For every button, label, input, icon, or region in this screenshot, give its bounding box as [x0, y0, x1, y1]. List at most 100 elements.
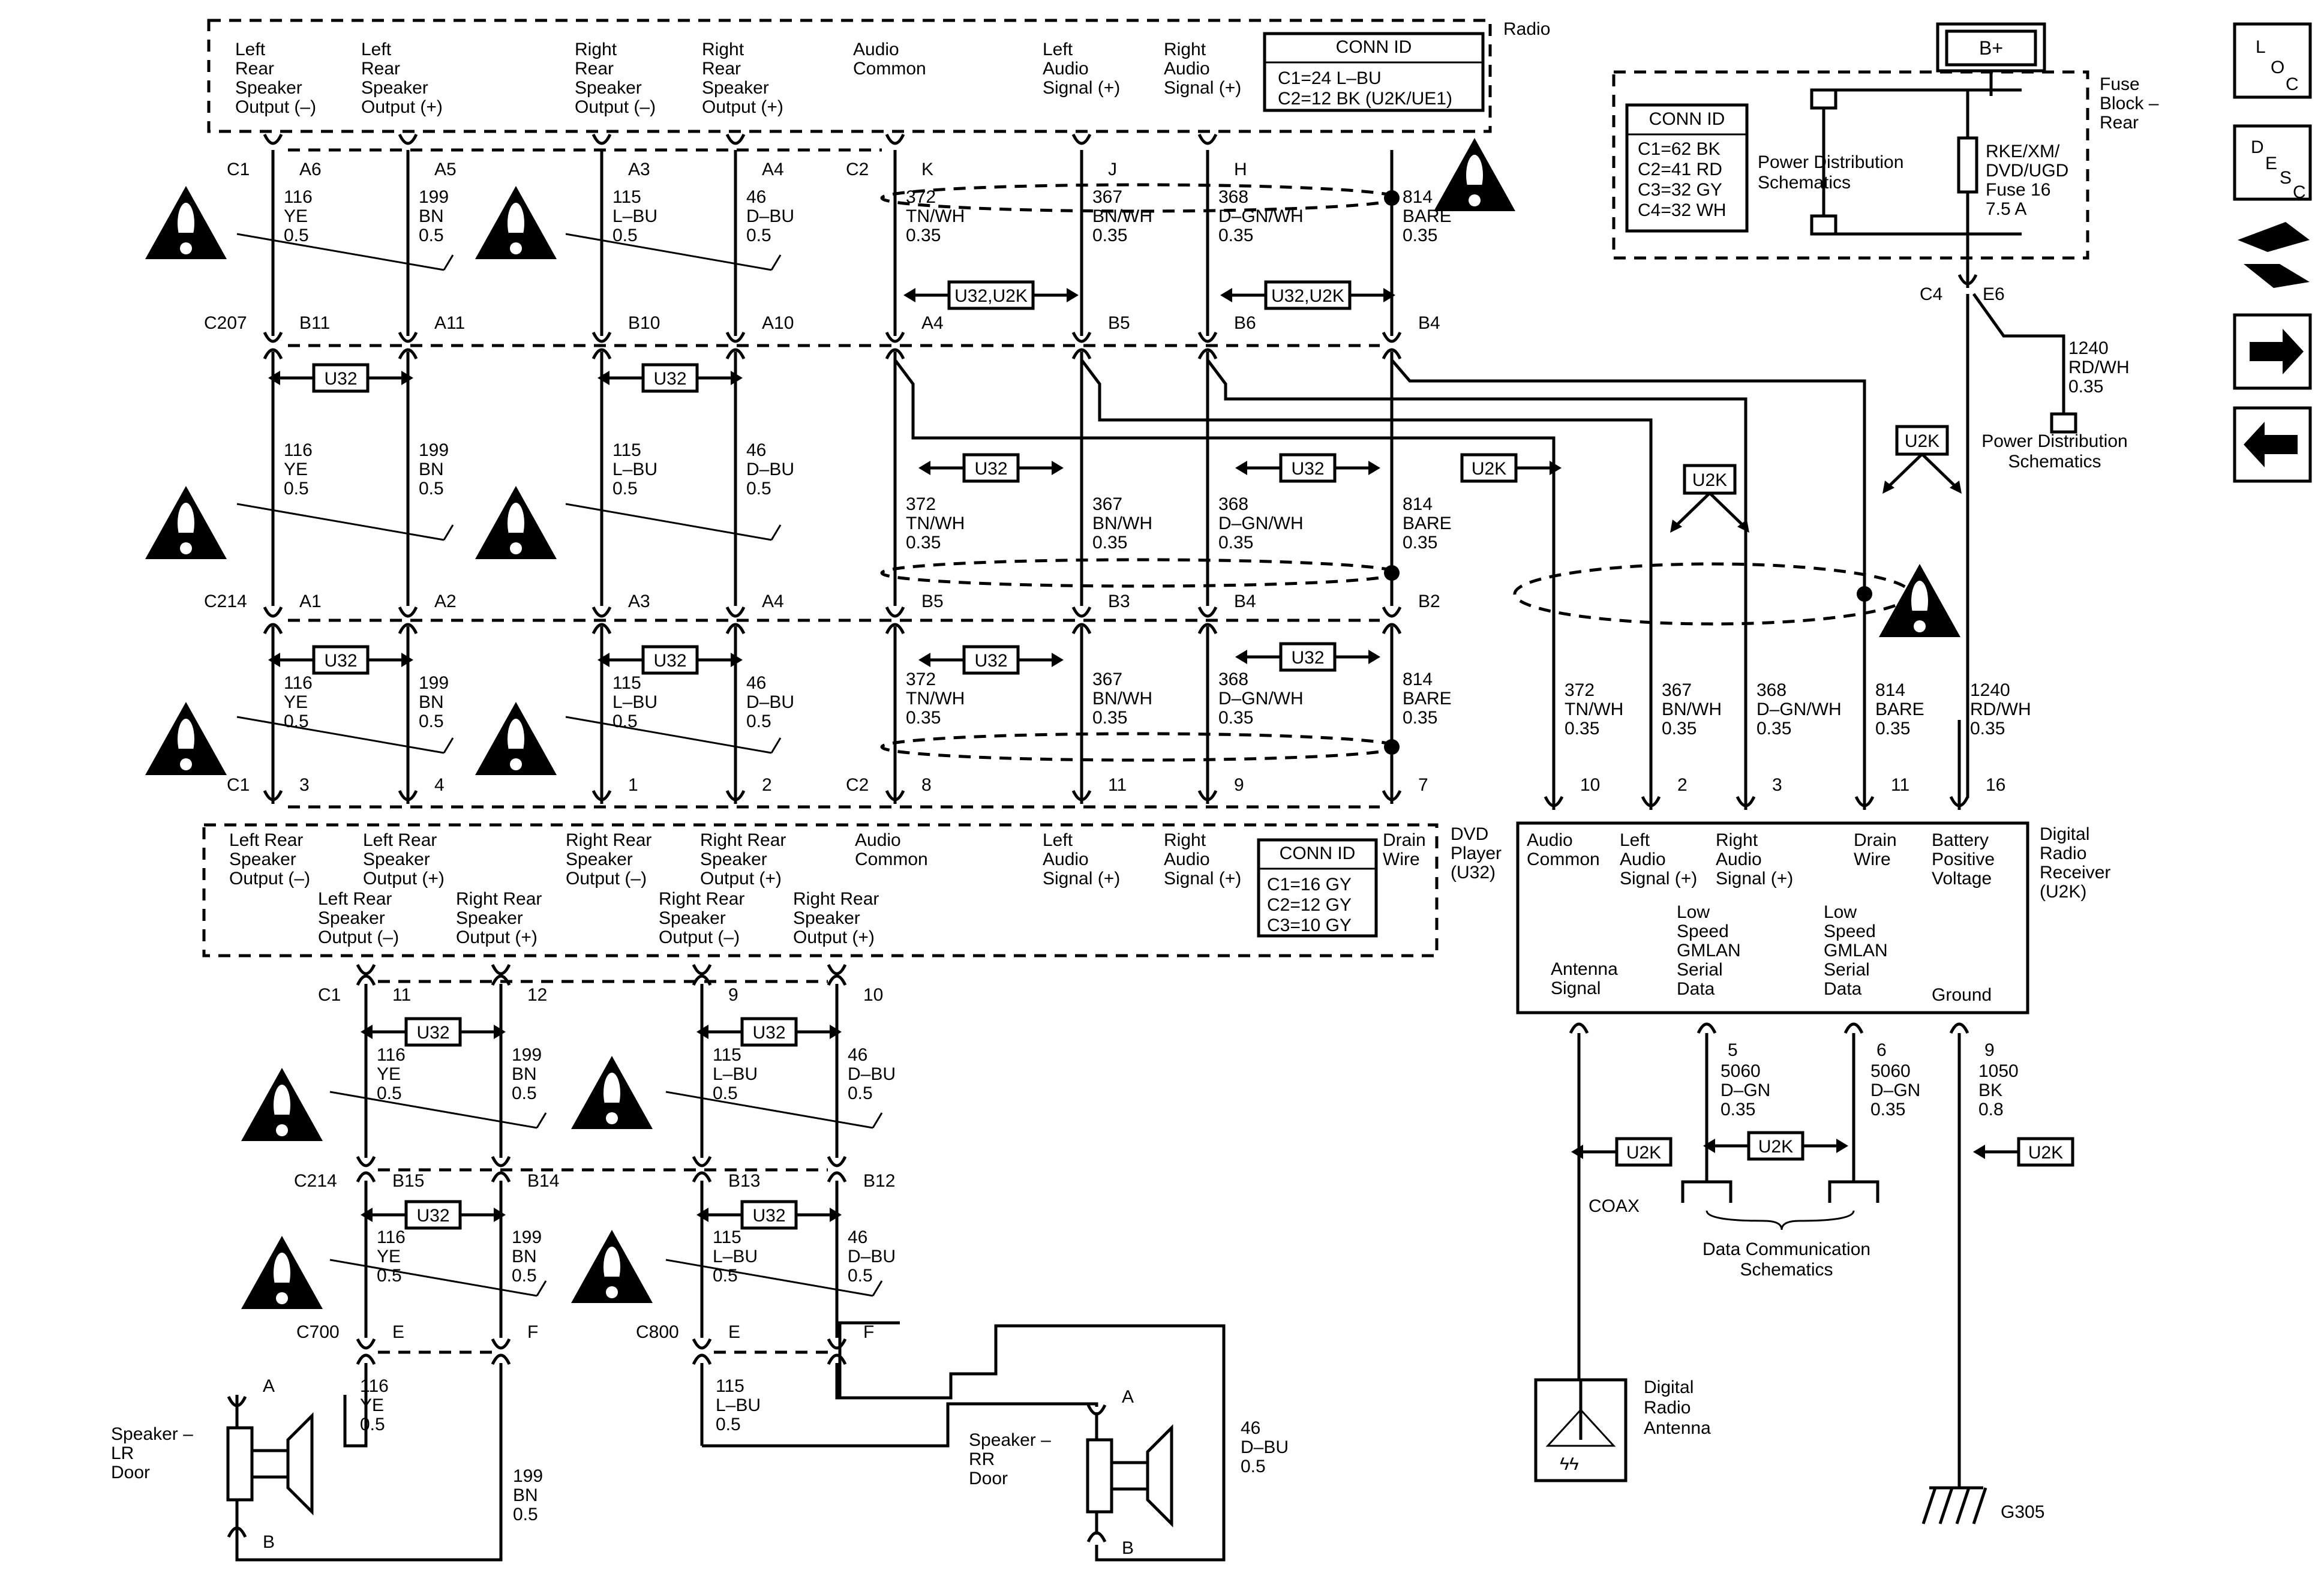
wire-label: 814 — [1403, 187, 1433, 207]
speaker-lr-cone — [286, 1412, 314, 1516]
option-box — [1615, 1137, 1673, 1167]
wire-label: YE — [284, 460, 308, 479]
pds2-label: Power Distribution — [1981, 431, 2127, 451]
receiver-pin-label: Speed — [1824, 921, 1876, 941]
u32-indicator: U32 — [696, 1017, 842, 1047]
dvd-pin-label: Signal (+) — [1043, 869, 1120, 888]
c214-terminal-label: A3 — [628, 592, 650, 611]
c207-terminal-label: B5 — [1108, 313, 1130, 333]
receiver-bottom-terminal-label: 6 — [1876, 1040, 1887, 1060]
wire-label: 115 — [612, 187, 641, 207]
wire-label: 0.35 — [1403, 226, 1437, 245]
dvd-pin-label: Right Rear — [456, 889, 542, 909]
u32-indicator: U32 — [268, 645, 413, 675]
c207-terminal — [1382, 331, 1402, 343]
forward-arrow-icon[interactable] — [2250, 329, 2304, 374]
warning-icon — [571, 1056, 653, 1129]
wire-label: 116 — [377, 1045, 406, 1065]
radio-label: Radio — [1503, 19, 1550, 39]
connector-icon[interactable] — [2238, 222, 2310, 288]
dvd-pin-label: Right Rear — [566, 830, 651, 850]
fuse-conn-box — [1625, 103, 1749, 233]
dvd-pin-label: Output (+) — [363, 869, 445, 888]
c214-lower-terminal-label: B15 — [392, 1171, 424, 1191]
coax-label: COAX — [1589, 1196, 1640, 1216]
option-label: U2K — [2028, 1143, 2063, 1163]
option-label: U32 — [752, 1023, 785, 1043]
wire-label: 367 — [1092, 494, 1122, 514]
warning-icon — [571, 1230, 653, 1303]
speaker-lr-name: Speaker – — [111, 1424, 193, 1444]
c214-terminal-label: B2 — [1418, 592, 1440, 611]
warning-icon — [241, 1236, 323, 1309]
c214-label: C214 — [204, 592, 247, 611]
receiver-pin-label: Left — [1620, 830, 1650, 850]
wire-label: 368 — [1218, 187, 1248, 207]
option-label: U32 — [974, 651, 1007, 671]
wire-label: 1050 — [1978, 1061, 2019, 1081]
radio-terminal — [263, 133, 283, 145]
loc-icon[interactable] — [2233, 22, 2312, 99]
dvd-c1: C1 — [227, 775, 250, 795]
c214-terminal-label: B4 — [1234, 592, 1256, 611]
fuse-block-box — [1612, 70, 2089, 260]
dvd-pin-label: Right — [1164, 830, 1206, 850]
c214-terminal-label: B3 — [1108, 592, 1130, 611]
wire-break-line — [872, 1112, 883, 1128]
dcs-label: Schematics — [1740, 1260, 1833, 1280]
c214-terminal-head — [263, 623, 283, 635]
c214-lower-terminal-head — [356, 1171, 376, 1183]
receiver-pin-label: Right — [1716, 830, 1758, 850]
c207-terminal — [398, 331, 418, 343]
radio-conn-line: C1=24 L–BU — [1278, 68, 1382, 88]
dcs-cap — [1681, 1180, 1733, 1203]
wire-label: L–BU — [612, 460, 657, 479]
wire-label: 115 — [612, 673, 641, 693]
wire-label: 0.35 — [1403, 708, 1437, 728]
wire-label: 0.5 — [1241, 1457, 1266, 1476]
shield-ellipse — [1513, 562, 1912, 626]
wire-label: D–BU — [746, 460, 794, 479]
dvd-pin-label: Output (+) — [456, 927, 538, 947]
wire-label: L–BU — [716, 1395, 761, 1415]
wire-label: RD/WH — [2068, 358, 2130, 377]
receiver-name: (U2K) — [2040, 882, 2086, 902]
receiver-pin-label: Battery — [1932, 830, 1989, 850]
fuse-conn-line: C4=32 WH — [1638, 200, 1727, 220]
c207-terminal-label: B6 — [1234, 313, 1256, 333]
wire-label: 368 — [1218, 670, 1248, 689]
wire-label: 199 — [512, 1227, 542, 1247]
wire-lr-a — [343, 1363, 368, 1448]
back-arrow-icon[interactable] — [2244, 422, 2298, 467]
wire-label: 0.35 — [1218, 533, 1253, 553]
dvd-terminal-label: 8 — [921, 775, 932, 795]
dvd-terminal — [885, 789, 905, 801]
u32-u2k-indicator: U32,U2K — [1220, 280, 1395, 310]
desc-icon[interactable] — [2233, 124, 2312, 201]
radio-terminal-label: A3 — [628, 160, 650, 179]
c207-terminal-label: A4 — [921, 313, 944, 333]
c207-terminal-head — [725, 348, 746, 360]
dvd-pin-label: Speaker — [363, 849, 430, 869]
receiver-pin-label: Serial — [1677, 960, 1723, 980]
warning-icon — [145, 486, 227, 559]
radio-pin-label: Audio — [1043, 59, 1089, 79]
receiver-pin-label: Speed — [1677, 921, 1729, 941]
antenna-label: Radio — [1644, 1398, 1691, 1418]
radio-pin-label: Left — [1043, 40, 1073, 59]
wire-label: BN/WH — [1662, 700, 1722, 719]
dvd-name: Player — [1451, 843, 1502, 863]
wire-label: 0.35 — [1970, 719, 2005, 739]
wire-drain-u2k — [1391, 359, 1866, 798]
radio-terminal-label: A4 — [762, 160, 784, 179]
c800-terminal-head — [827, 1353, 847, 1365]
receiver-bottom-terminal-head — [1697, 1022, 1717, 1034]
wire-break-line — [665, 1091, 873, 1129]
dvd-pin-label: Right Rear — [700, 830, 786, 850]
dvd-terminal-label: 2 — [762, 775, 772, 795]
loc-letter: L — [2256, 37, 2266, 57]
receiver-pin-label: GMLAN — [1824, 941, 1888, 960]
dvd-pin-label: Left Rear — [318, 889, 392, 909]
receiver-bottom-terminal-head — [1569, 1022, 1589, 1034]
wire-label: BARE — [1403, 514, 1452, 533]
